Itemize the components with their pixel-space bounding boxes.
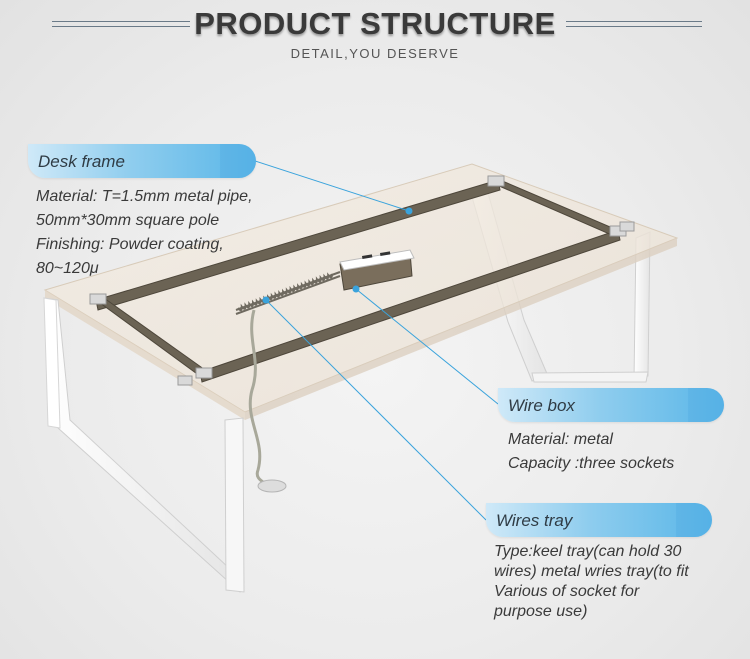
frame-brackets	[89, 175, 635, 386]
page-subtitle: DETAIL,YOU DESERVE	[290, 46, 460, 61]
wire-box-line: Capacity :three sockets	[508, 455, 675, 472]
wires-tray-line: wires) metal wries tray(to fit	[494, 563, 689, 580]
header-line-right	[566, 21, 702, 27]
cable-spine	[248, 309, 272, 489]
wire-box-description: Material: metal Capacity :three sockets	[508, 428, 674, 476]
pointer-lines	[251, 159, 499, 521]
wires-tray-description: Type:keel tray(can hold 30 wires) metal …	[494, 542, 689, 622]
header-line-left	[52, 21, 190, 27]
wires-tray	[235, 271, 341, 315]
wire-box	[339, 249, 415, 291]
wires-tray-line: Various of socket for	[494, 583, 640, 600]
wires-tray-label: Wires tray	[496, 511, 573, 530]
desk-frame-line: Finishing: Powder coating,	[36, 236, 224, 253]
page-title: PRODUCT STRUCTURE	[194, 6, 556, 41]
wires-tray-line: Type:keel tray(can hold 30	[494, 543, 682, 560]
cable-base	[257, 479, 287, 493]
wire-box-label: Wire box	[508, 396, 575, 415]
desk-frame-label: Desk frame	[38, 152, 125, 171]
desk-frame-rails	[94, 179, 624, 383]
desk-frame-line: 80~120μ	[36, 260, 99, 277]
desk-frame-line: 50mm*30mm square pole	[36, 212, 220, 229]
wires-tray-callout: Wires tray	[486, 503, 712, 537]
desk-frame-callout: Desk frame	[28, 144, 256, 178]
leg-front-left	[43, 297, 245, 593]
wire-box-callout: Wire box	[498, 388, 724, 422]
wires-tray-line: purpose use)	[494, 603, 588, 620]
desk-frame-description: Material: T=1.5mm metal pipe, 50mm*30mm …	[36, 185, 253, 281]
desk-frame-line: Material: T=1.5mm metal pipe,	[36, 188, 253, 205]
wire-box-line: Material: metal	[508, 431, 613, 448]
